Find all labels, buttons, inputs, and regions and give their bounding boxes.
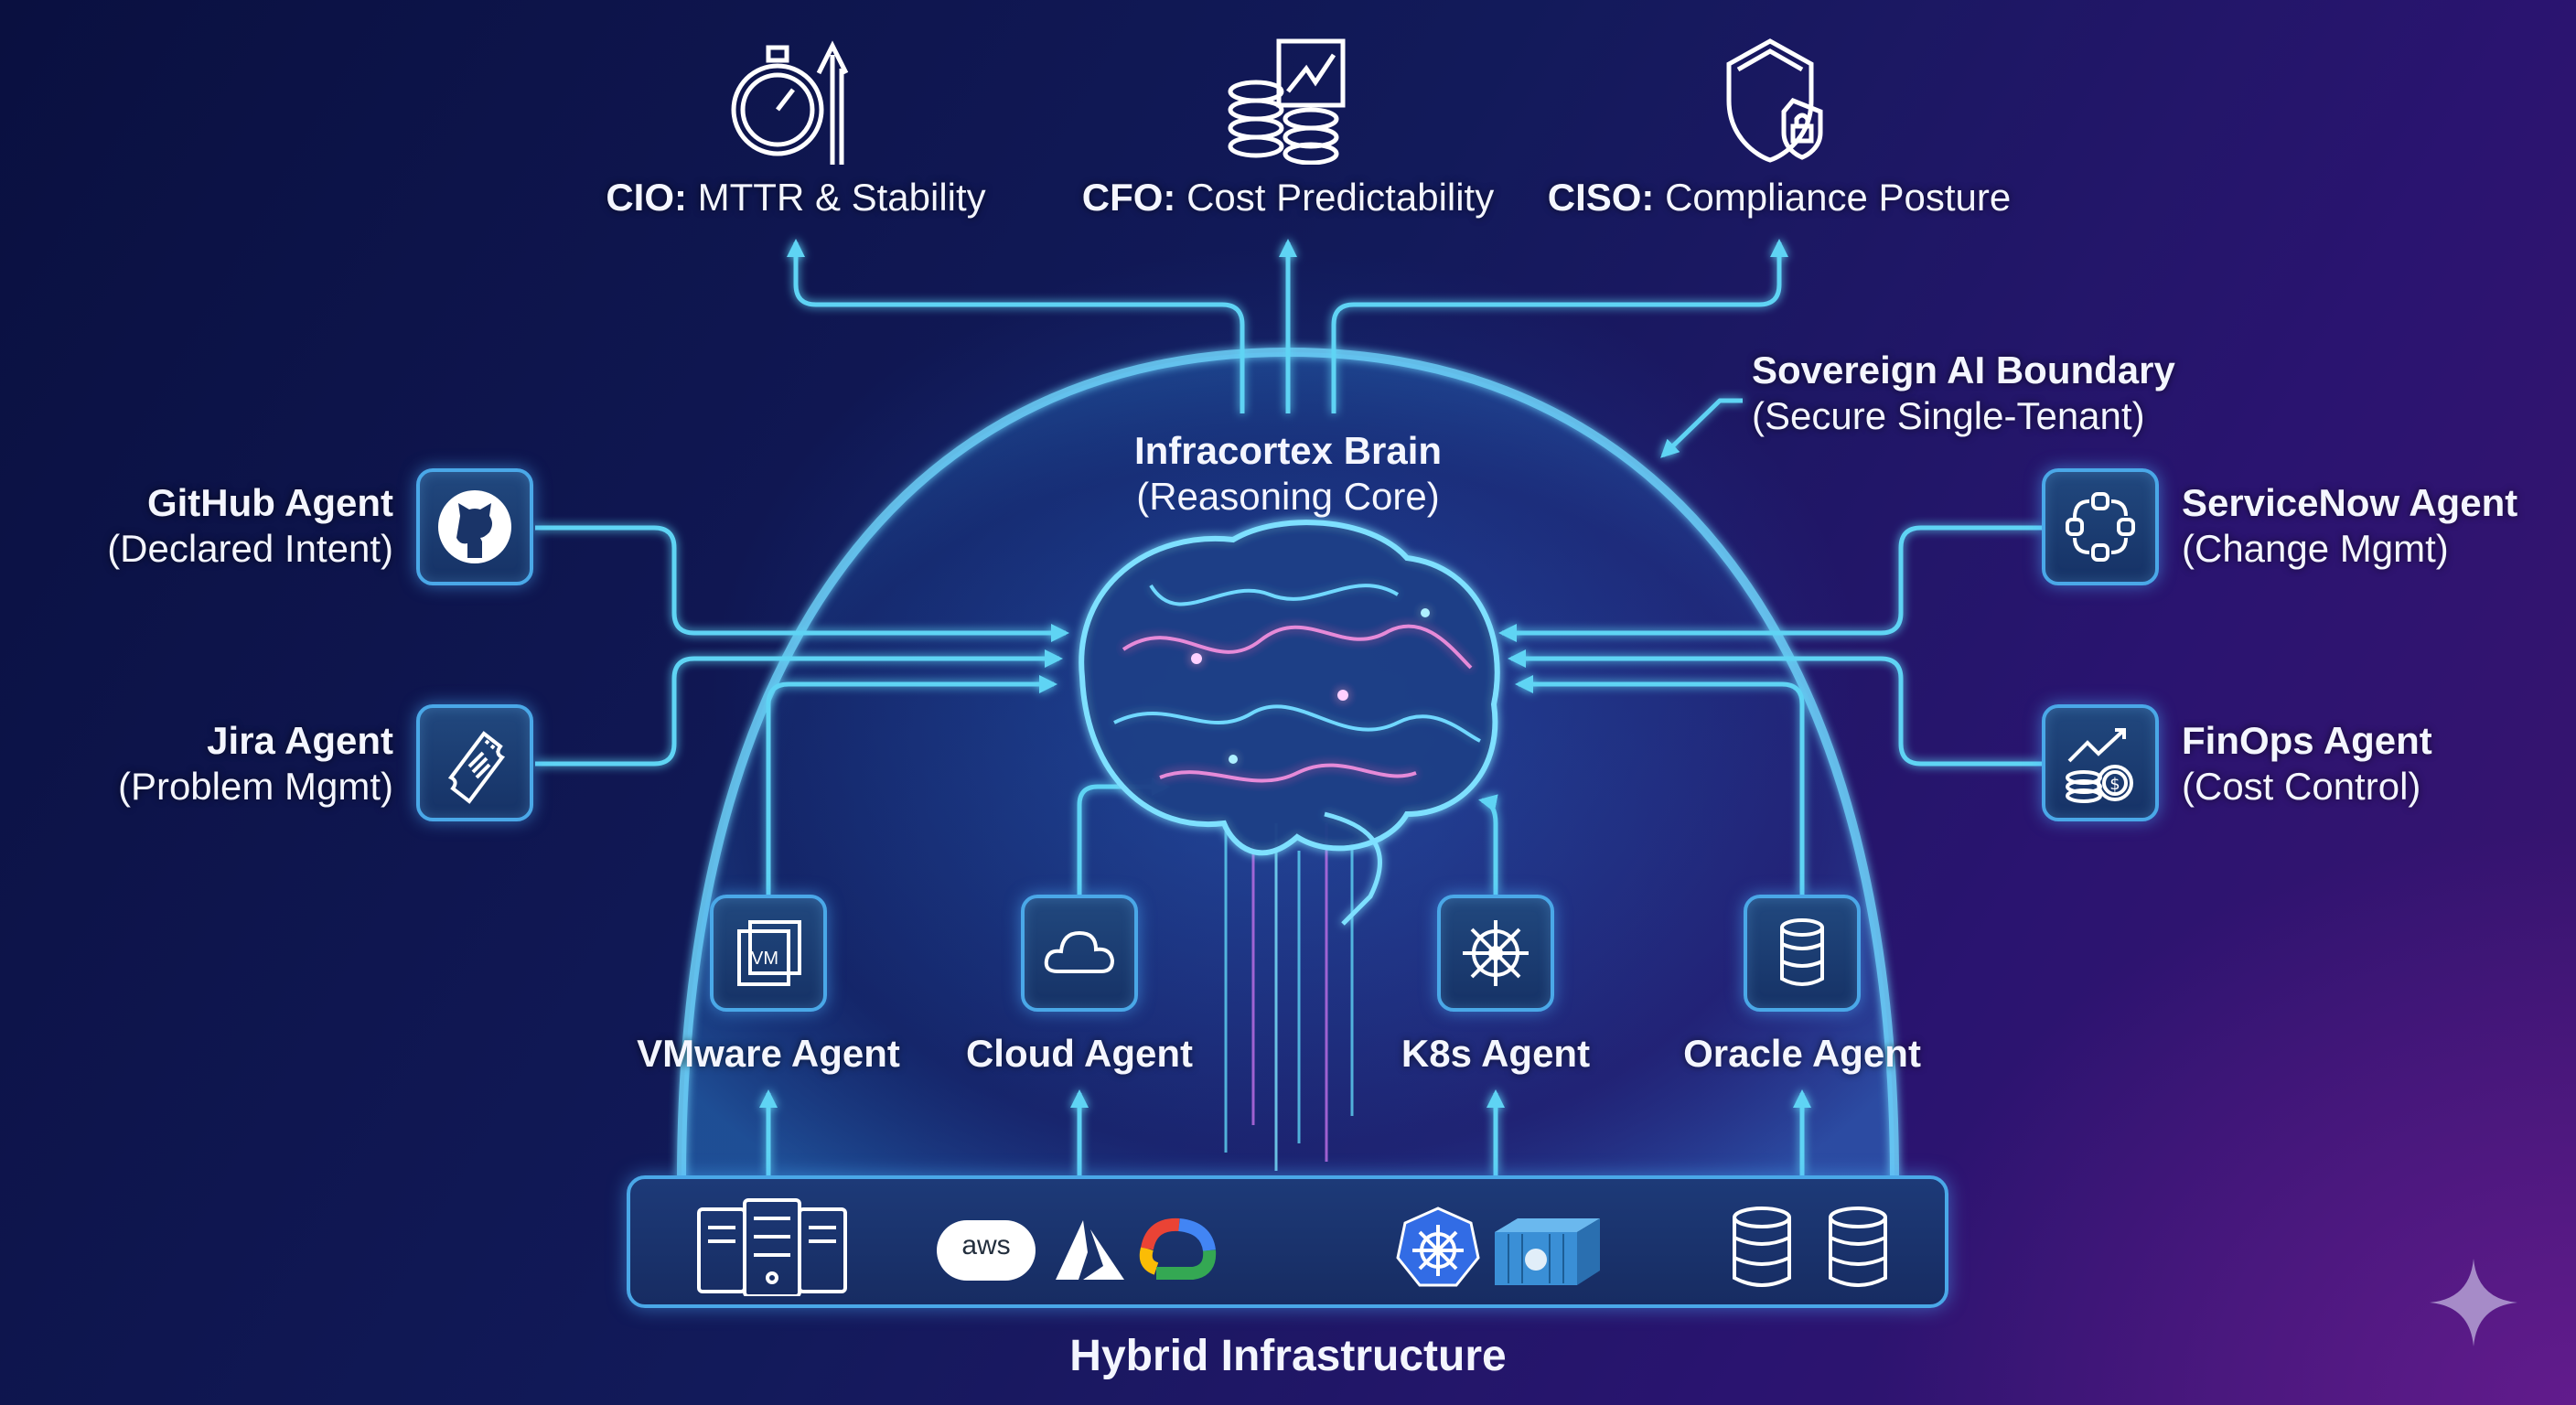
servicenow-agent-label: ServiceNow Agent (Change Mgmt)	[2182, 481, 2518, 570]
aws-icon: aws	[937, 1220, 1036, 1281]
cloud-agent-label: Cloud Agent	[965, 1032, 1194, 1075]
database-icon	[1780, 918, 1824, 986]
cloud-icon	[1044, 930, 1115, 973]
servicenow-agent-box[interactable]	[2042, 468, 2159, 585]
workflow-cycle-icon	[2066, 492, 2135, 562]
vmware-agent-label: VMware Agent	[637, 1032, 900, 1075]
ticket-icon	[447, 731, 506, 804]
brain-title: Infracortex Brain	[1133, 429, 1443, 472]
k8s-agent-label: K8s Agent	[1401, 1032, 1591, 1075]
helm-wheel-icon	[1463, 920, 1529, 986]
finops-agent-label: FinOps Agent (Cost Control)	[2182, 719, 2432, 808]
svg-text:VM: VM	[751, 949, 778, 969]
oracle-agent-label: Oracle Agent	[1683, 1032, 1921, 1075]
coins-chart-icon	[1228, 38, 1346, 165]
vmware-agent-box[interactable]: VM	[710, 895, 827, 1012]
google-cloud-icon	[1139, 1217, 1217, 1280]
brain-label: Infracortex Brain (Reasoning Core)	[1134, 428, 1442, 520]
boundary-subtitle: (Secure Single-Tenant)	[1752, 394, 2145, 437]
kubernetes-icon	[1396, 1207, 1480, 1287]
cloud-agent-box[interactable]	[1021, 895, 1138, 1012]
boundary-label: Sovereign AI Boundary (Secure Single-Ten…	[1752, 348, 2175, 439]
server-rack-icon	[697, 1198, 847, 1296]
svg-text:$: $	[2109, 775, 2120, 794]
finops-coins-icon: $	[2066, 728, 2133, 803]
jira-agent-label: Jira Agent (Problem Mgmt)	[117, 719, 393, 808]
stopwatch-arrow-icon	[731, 40, 849, 165]
shield-lock-icon	[1726, 38, 1823, 163]
boundary-title: Sovereign AI Boundary	[1752, 349, 2175, 391]
hybrid-infrastructure-label: Hybrid Infrastructure	[1069, 1332, 1507, 1380]
azure-icon	[1056, 1220, 1124, 1280]
github-agent-box[interactable]	[416, 468, 533, 585]
brain-graphic	[1079, 520, 1500, 926]
sparkle-icon	[2430, 1259, 2517, 1346]
finops-agent-box[interactable]: $	[2042, 704, 2159, 821]
database-icon	[1733, 1207, 1791, 1287]
github-icon	[438, 490, 511, 563]
jira-agent-box[interactable]	[416, 704, 533, 821]
hybrid-infrastructure-bar[interactable]: aws	[627, 1175, 1948, 1308]
docker-container-icon	[1495, 1218, 1600, 1285]
data-stream	[1224, 823, 1354, 1171]
vm-icon: VM	[737, 920, 801, 986]
oracle-agent-box[interactable]	[1744, 895, 1861, 1012]
database-icon	[1829, 1207, 1887, 1287]
k8s-agent-box[interactable]	[1437, 895, 1554, 1012]
github-agent-label: GitHub Agent (Declared Intent)	[107, 481, 393, 570]
brain-subtitle: (Reasoning Core)	[1136, 475, 1440, 518]
